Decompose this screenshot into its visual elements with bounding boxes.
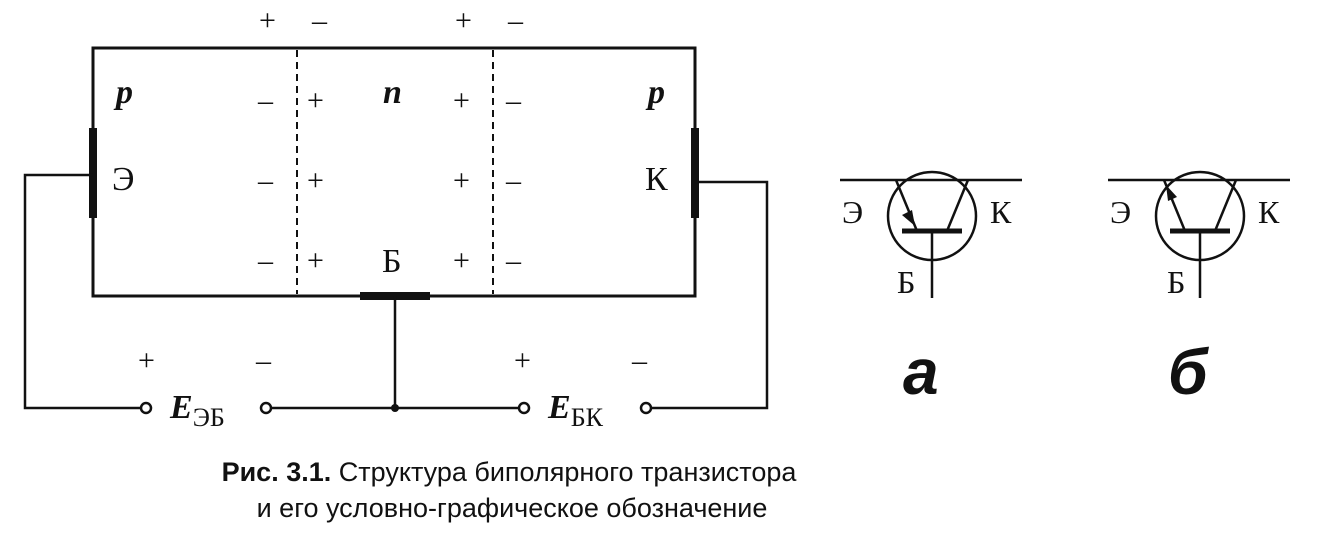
symbol-b-emitter-arrow	[1166, 185, 1177, 201]
ej-minus-row1: –	[257, 84, 274, 117]
symbol-a-caption: а	[903, 336, 939, 408]
caption-text-1: Структура биполярного транзистора	[339, 457, 798, 487]
cj-minus-row3: –	[505, 244, 522, 277]
symbol-a-collector-label: К	[990, 194, 1012, 230]
symbol-b: Э К Б б	[1108, 170, 1290, 408]
source-bk-sub: БК	[571, 403, 604, 432]
cj-minus-row1: –	[505, 84, 522, 117]
terminal-bk-minus	[639, 401, 653, 415]
eb-plus-sign: +	[138, 344, 155, 377]
caption-label: Рис. 3.1.	[222, 457, 332, 487]
source-bk-label: EБК	[547, 389, 604, 432]
source-bk-main: E	[547, 389, 571, 426]
caption-line-1: Рис. 3.1. Структура биполярного транзист…	[222, 457, 798, 487]
top-minus-2: –	[507, 4, 524, 37]
collector-wire	[652, 180, 769, 410]
region-right-label: p	[645, 74, 665, 111]
cj-plus-row3: +	[453, 244, 470, 277]
caption-line-2: и его условно-графическое обозначение	[257, 493, 768, 523]
base-label: Б	[382, 243, 402, 280]
symbol-a-emitter-label: Э	[842, 194, 863, 230]
eb-minus-sign: –	[255, 344, 272, 377]
collector-label: К	[645, 161, 668, 198]
cj-minus-row2: –	[505, 164, 522, 197]
symbol-a-emitter-arrow	[902, 210, 915, 226]
symbol-b-collector-lead	[1213, 179, 1238, 232]
ej-plus-row3: +	[307, 244, 324, 277]
bk-plus-sign: +	[514, 344, 531, 377]
region-middle-label: n	[383, 74, 402, 111]
top-minus-1: –	[311, 4, 328, 37]
source-eb-main: E	[169, 389, 193, 426]
top-plus-1: +	[259, 4, 276, 37]
figure-caption: Рис. 3.1. Структура биполярного транзист…	[222, 457, 798, 523]
ej-minus-row3: –	[257, 244, 274, 277]
emitter-wire	[23, 173, 140, 410]
cj-plus-row2: +	[453, 164, 470, 197]
cj-plus-row1: +	[453, 84, 470, 117]
symbol-a-base-label: Б	[897, 264, 915, 300]
symbol-a: Э К Б а	[840, 170, 1022, 408]
emitter-label: Э	[112, 161, 134, 198]
terminal-eb-minus	[259, 401, 273, 415]
symbol-a-collector-lead	[945, 179, 970, 232]
source-eb-sub: ЭБ	[193, 403, 225, 432]
transistor-structure: p n p Э К Б + – + – – – – + + + + + + – …	[89, 4, 699, 300]
base-node	[391, 404, 399, 412]
symbol-b-caption: б	[1168, 336, 1210, 408]
ej-plus-row2: +	[307, 164, 324, 197]
symbol-b-collector-label: К	[1258, 194, 1280, 230]
terminal-eb-plus	[139, 401, 153, 415]
source-eb-label: EЭБ	[169, 389, 225, 432]
ej-plus-row1: +	[307, 84, 324, 117]
symbol-b-emitter-label: Э	[1110, 194, 1131, 230]
external-circuit: + – + – EЭБ EБК	[23, 173, 769, 432]
region-left-label: p	[113, 74, 133, 111]
symbol-b-base-label: Б	[1167, 264, 1185, 300]
ej-minus-row2: –	[257, 164, 274, 197]
top-plus-2: +	[455, 4, 472, 37]
terminal-bk-plus	[517, 401, 531, 415]
bk-minus-sign: –	[631, 344, 648, 377]
